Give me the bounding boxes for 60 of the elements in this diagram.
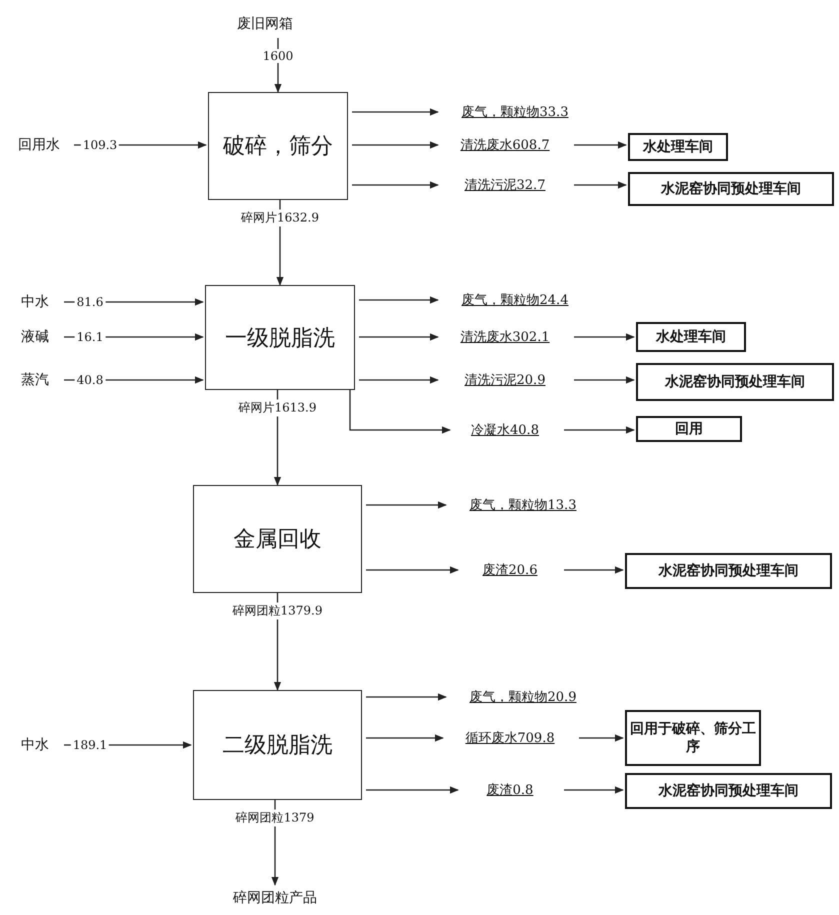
arrow bbox=[349, 390, 451, 434]
edge-label: 碎网团粒1379.9 bbox=[230, 602, 324, 620]
arrow bbox=[359, 333, 439, 341]
process-box: 金属回收 bbox=[193, 485, 362, 593]
destination-box: 回用 bbox=[636, 416, 742, 442]
process-box: 二级脱脂洗 bbox=[193, 690, 362, 800]
stream-label: 废旧网箱 bbox=[220, 10, 310, 38]
arrow bbox=[564, 786, 624, 794]
process-box: 一级脱脂洗 bbox=[205, 285, 355, 390]
edge-label: 碎网团粒1379 bbox=[234, 810, 316, 826]
stream-label: 中水 bbox=[10, 733, 60, 757]
arrow bbox=[579, 734, 624, 742]
arrow bbox=[574, 181, 627, 189]
stream-label: 蒸汽 bbox=[10, 368, 60, 392]
stream-label: 液碱 bbox=[10, 325, 60, 349]
edge-label: 碎网片1613.9 bbox=[236, 400, 318, 416]
edge-label: 81.6 bbox=[74, 295, 106, 309]
arrow bbox=[574, 376, 635, 384]
output-stream-label: 废气，颗粒物24.4 bbox=[440, 288, 590, 312]
stream-label: 碎网团粒产品 bbox=[195, 885, 355, 911]
output-stream-label: 清洗污泥20.9 bbox=[440, 368, 570, 392]
arrow bbox=[564, 566, 624, 574]
edge-label: 16.1 bbox=[74, 330, 106, 344]
arrow bbox=[366, 693, 447, 701]
output-stream-label: 废气，颗粒物13.3 bbox=[448, 493, 598, 517]
arrow bbox=[366, 566, 459, 574]
output-stream-label: 废渣20.6 bbox=[460, 558, 560, 582]
output-stream-label: 废气，颗粒物20.9 bbox=[448, 685, 598, 709]
destination-box: 水泥窑协同预处理车间 bbox=[628, 172, 834, 206]
destination-box: 水泥窑协同预处理车间 bbox=[636, 363, 834, 401]
edge-label: 40.8 bbox=[74, 373, 106, 387]
output-stream-label: 废气，颗粒物33.3 bbox=[440, 100, 590, 124]
arrow bbox=[574, 141, 627, 149]
arrow bbox=[366, 501, 447, 509]
process-box: 破碎，筛分 bbox=[208, 92, 348, 200]
destination-box: 水处理车间 bbox=[636, 322, 746, 352]
arrow bbox=[564, 426, 635, 434]
output-stream-label: 冷凝水40.8 bbox=[450, 418, 560, 442]
destination-box: 水泥窑协同预处理车间 bbox=[625, 553, 832, 589]
arrow bbox=[352, 108, 439, 116]
arrow bbox=[359, 296, 439, 304]
arrow bbox=[366, 734, 444, 742]
arrow bbox=[352, 181, 439, 189]
output-stream-label: 废渣0.8 bbox=[460, 778, 560, 802]
edge-label: 189.1 bbox=[70, 738, 110, 752]
arrow bbox=[366, 786, 459, 794]
output-stream-label: 清洗污泥32.7 bbox=[440, 173, 570, 197]
arrow bbox=[574, 333, 635, 341]
destination-box: 水泥窑协同预处理车间 bbox=[625, 773, 832, 809]
edge-label: 碎网片1632.9 bbox=[239, 210, 321, 226]
output-stream-label: 循环废水709.8 bbox=[445, 726, 575, 750]
destination-box: 回用于破碎、筛分工序 bbox=[625, 710, 761, 766]
output-stream-label: 清洗废水608.7 bbox=[440, 133, 570, 157]
arrow bbox=[352, 141, 439, 149]
output-stream-label: 清洗废水302.1 bbox=[440, 325, 570, 349]
stream-label: 回用水 bbox=[8, 132, 70, 158]
arrow bbox=[359, 376, 439, 384]
stream-label: 中水 bbox=[10, 290, 60, 314]
destination-box: 水处理车间 bbox=[628, 133, 728, 161]
edge-label: 109.3 bbox=[80, 138, 120, 152]
